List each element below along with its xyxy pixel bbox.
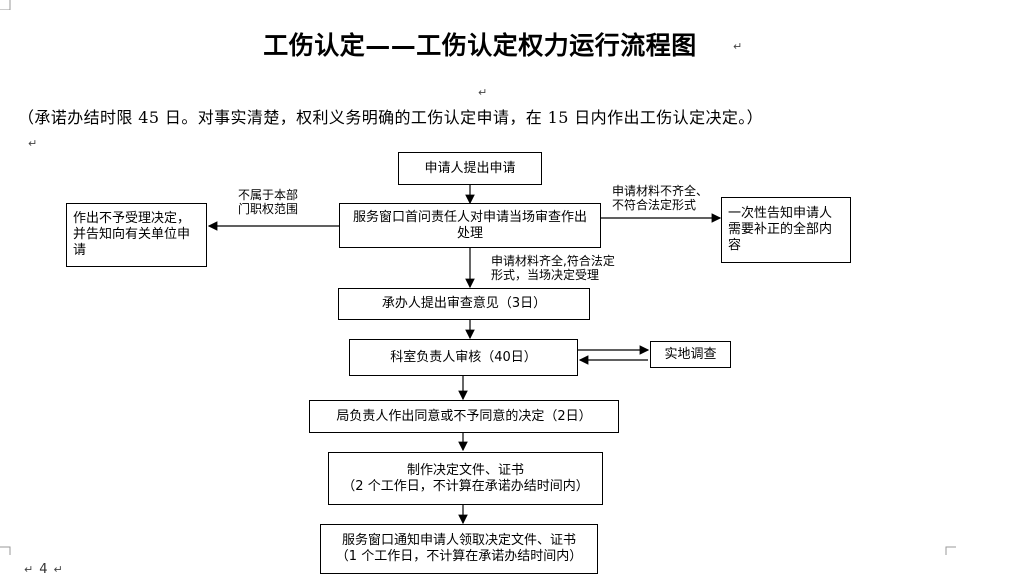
margin-corner-mark-icon [945, 546, 956, 555]
margin-corner-mark-icon [0, 0, 11, 10]
node-handler-opinion: 承办人提出审查意见（3日） [338, 288, 590, 320]
node-make-docs-text: 制作决定文件、证书 [406, 462, 524, 478]
node-section-review-text: 科室负责人审核（40日） [390, 349, 537, 365]
node-make-docs: 制作决定文件、证书 （2 个工作日，不计算在承诺办结时间内） [328, 452, 603, 505]
page-footer: ↵ 4 ↵ [24, 562, 63, 577]
node-not-accept-text: 作出不予受理决定，并告知向有关单位申请 [73, 211, 191, 258]
edge-label-line: 不属于本部 [238, 188, 299, 202]
node-handler-opinion-text: 承办人提出审查意见（3日） [381, 296, 547, 311]
edge-label-line: 申请材料齐全,符合法定 [491, 254, 615, 268]
edge-label-line: 申请材料不齐全、 [612, 184, 709, 198]
node-notify-collect-subtext: （1 个工作日，不计算在承诺办结时间内） [335, 549, 583, 564]
node-field-survey-text: 实地调查 [664, 346, 717, 362]
edge-label-incomplete: 申请材料不齐全、 不符合法定形式 [612, 184, 708, 212]
node-window-review: 服务窗口首问责任人对申请当场审查作出处理 [339, 203, 601, 248]
node-notify-supplement: 一次性告知申请人需要补正的全部内容 [721, 197, 851, 263]
paragraph-mark-icon: ↵ [733, 40, 743, 53]
node-window-review-text: 服务窗口首问责任人对申请当场审查作出处理 [352, 209, 587, 241]
edge-label-complete: 申请材料齐全,符合法定 形式，当场决定受理 [491, 254, 615, 282]
page-title: 工伤认定——工伤认定权力运行流程图 [263, 31, 697, 60]
node-field-survey: 实地调查 [650, 341, 731, 368]
node-bureau-decision-text: 局负责人作出同意或不予同意的决定（2日） [336, 408, 592, 424]
node-section-review: 科室负责人审核（40日） [349, 339, 578, 376]
paragraph-mark-icon: ↵ [24, 563, 34, 576]
node-apply: 申请人提出申请 [398, 152, 542, 185]
edge-label-line: 不符合法定形式 [612, 198, 697, 212]
margin-corner-mark-icon [0, 546, 11, 555]
node-notify-collect-text: 服务窗口通知申请人领取决定文件、证书 [341, 533, 576, 548]
paragraph-mark-icon: ↵ [478, 86, 488, 99]
edge-label-out-of-scope: 不属于本部 门职权范围 [238, 188, 298, 216]
edge-label-line: 形式，当场决定受理 [491, 268, 600, 282]
node-notify-collect: 服务窗口通知申请人领取决定文件、证书 （1 个工作日，不计算在承诺办结时间内） [320, 524, 598, 574]
node-bureau-decision: 局负责人作出同意或不予同意的决定（2日） [309, 400, 619, 433]
paragraph-mark-icon: ↵ [53, 563, 63, 576]
page-number: 4 [39, 562, 48, 577]
node-make-docs-subtext: （2 个工作日，不计算在承诺办结时间内） [342, 478, 589, 494]
node-not-accept: 作出不予受理决定，并告知向有关单位申请 [66, 203, 207, 267]
edge-label-line: 门职权范围 [238, 202, 299, 216]
paragraph-mark-icon: ↵ [28, 137, 38, 150]
node-notify-supplement-text: 一次性告知申请人需要补正的全部内容 [728, 206, 833, 253]
time-limit-note: （承诺办结时限 45 日。对事实清楚，权利义务明确的工伤认定申请，在 15 日内… [18, 108, 764, 127]
node-apply-text: 申请人提出申请 [424, 160, 516, 176]
